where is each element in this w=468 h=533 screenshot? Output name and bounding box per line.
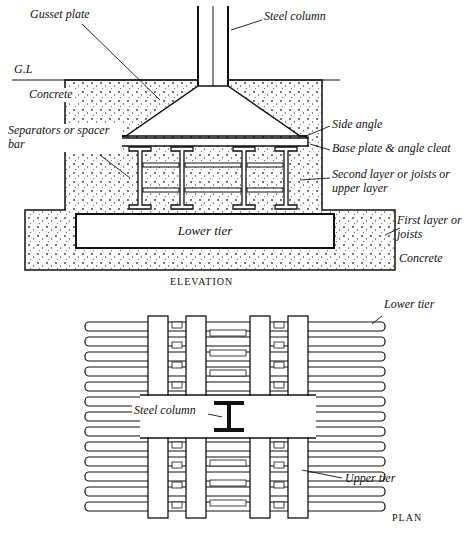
beam-label: Lower tier <box>178 223 233 239</box>
part-label: Second layer or joists or upper layer <box>332 168 462 196</box>
lower-tier-bars <box>85 322 385 511</box>
part-label: Concrete <box>27 88 75 102</box>
part-label: Separators or spacer bar <box>6 124 122 152</box>
part-label: G.L <box>14 63 32 77</box>
column-flange <box>197 6 199 86</box>
lower-tier-beam: Lower tier <box>75 213 335 249</box>
part-label: Base plate & angle cleat <box>332 142 451 156</box>
part-label: Gusset plate <box>30 8 90 22</box>
ground-line <box>12 79 340 80</box>
part-label: Steel column <box>264 10 326 24</box>
view-title: ELEVATION <box>170 276 233 288</box>
column-flange <box>227 6 229 86</box>
view-title: PLAN <box>392 512 422 524</box>
part-label: Steel column <box>132 404 198 418</box>
part-label: First layer or joists <box>397 214 465 242</box>
leader-lines <box>208 316 382 478</box>
gusset-plate <box>126 86 300 136</box>
part-label: Side angle <box>332 118 382 132</box>
part-label: Lower tier <box>384 298 434 312</box>
base-plate <box>118 138 308 146</box>
part-label: Upper tier <box>345 472 395 486</box>
leader-lines <box>82 20 400 235</box>
upper-joists <box>129 147 297 209</box>
part-label: Concrete <box>399 252 443 266</box>
column-web <box>213 6 214 86</box>
